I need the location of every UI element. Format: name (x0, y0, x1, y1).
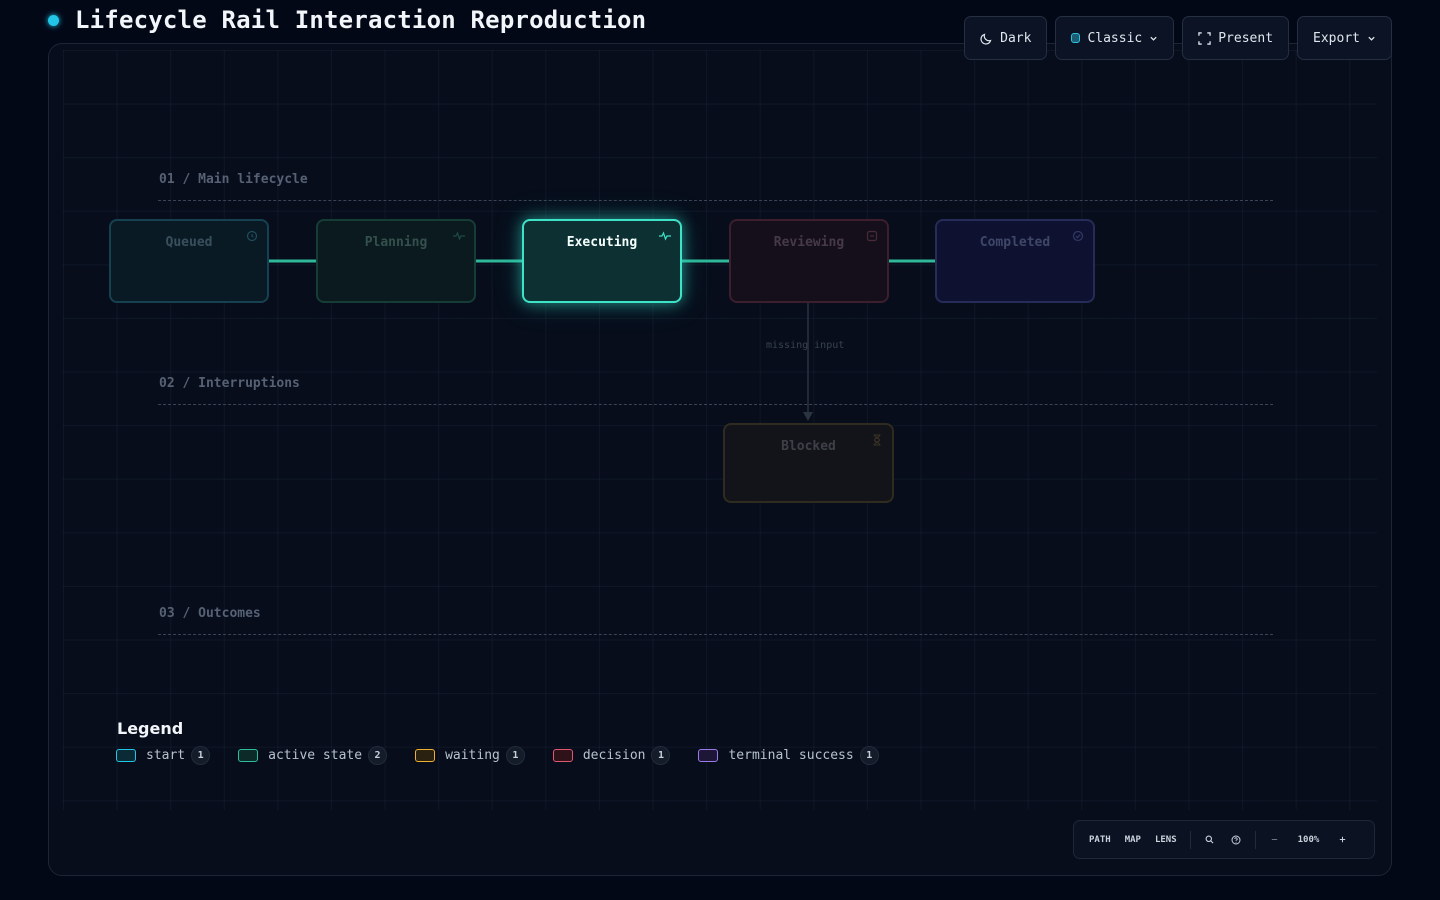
lane-divider-interruptions (158, 404, 1273, 405)
lane-divider-outcomes (158, 634, 1273, 635)
hourglass-icon (873, 434, 881, 446)
path-view-button[interactable]: PATH (1089, 834, 1111, 845)
state-node-blocked[interactable]: Blocked (723, 423, 894, 503)
divider (1189, 830, 1191, 849)
legend-swatch (116, 749, 136, 762)
state-label: Planning (364, 235, 428, 250)
map-view-button[interactable]: MAP (1124, 834, 1141, 845)
state-label: Executing (566, 235, 638, 250)
minus-icon (1271, 839, 1278, 840)
legend-label: start (146, 748, 186, 763)
divider (1254, 830, 1256, 849)
legend-item-start[interactable]: start 1 (116, 746, 211, 765)
theme-label: Dark (1000, 30, 1032, 46)
zoom-out-button[interactable] (1262, 835, 1288, 844)
legend-count: 1 (191, 746, 211, 765)
legend-label: waiting (445, 748, 500, 763)
chevron-down-icon (1150, 36, 1157, 41)
legend-title: Legend (117, 719, 184, 738)
legend-swatch (415, 749, 436, 762)
palette-label: Classic (1087, 30, 1143, 46)
legend-item-decision[interactable]: decision 1 (552, 746, 671, 765)
state-label: Queued (165, 235, 213, 250)
help-icon (1231, 835, 1241, 844)
palette-select[interactable]: Classic (1055, 16, 1175, 60)
export-menu-button[interactable]: Export (1297, 16, 1392, 60)
lane-label-main: 01 / Main lifecycle (159, 172, 308, 187)
present-label: Present (1218, 30, 1274, 46)
zoom-in-button[interactable] (1329, 835, 1355, 844)
legend-count: 1 (505, 746, 525, 765)
square-icon (866, 230, 878, 242)
status-dot (48, 14, 59, 26)
legend: start 1 active state 2 waiting 1 decisio… (116, 746, 879, 765)
state-node-planning[interactable]: Planning (316, 219, 476, 303)
legend-count: 1 (651, 746, 671, 765)
legend-swatch (238, 749, 259, 762)
search-button[interactable] (1197, 835, 1223, 844)
export-label: Export (1313, 30, 1360, 46)
pulse-icon (659, 231, 671, 241)
check-circle-icon (1072, 230, 1084, 242)
page-title: Lifecycle Rail Interaction Reproduction (75, 6, 647, 34)
fullscreen-icon (1198, 31, 1211, 45)
lens-view-button[interactable]: LENS (1154, 834, 1177, 845)
legend-item-waiting[interactable]: waiting 1 (415, 746, 525, 765)
plus-icon (1339, 836, 1346, 843)
canvas-controls: PATH MAP LENS 100% (1073, 820, 1375, 859)
chevron-down-icon (1368, 36, 1375, 41)
diagram-canvas[interactable] (48, 43, 1392, 876)
state-label: Blocked (781, 439, 836, 454)
palette-swatch (1071, 33, 1081, 43)
help-button[interactable] (1223, 835, 1249, 845)
legend-label: active state (268, 748, 363, 763)
legend-label: terminal success (728, 748, 854, 763)
lane-label-interruptions: 02 / Interruptions (159, 376, 300, 391)
present-button[interactable]: Present (1182, 16, 1290, 60)
legend-count: 2 (368, 746, 388, 765)
lane-label-outcomes: 03 / Outcomes (159, 606, 261, 621)
theme-toggle-button[interactable]: Dark (964, 16, 1048, 60)
state-node-queued[interactable]: Queued (109, 219, 269, 303)
legend-swatch (552, 749, 573, 762)
canvas-grid (63, 50, 1377, 810)
toolbar: Dark Classic Present Export (964, 16, 1392, 60)
zoom-level: 100% (1297, 834, 1320, 845)
legend-item-terminal-success[interactable]: terminal success 1 (698, 746, 879, 765)
state-label: Completed (979, 235, 1051, 250)
state-node-completed[interactable]: Completed (935, 219, 1095, 303)
moon-icon (980, 33, 992, 45)
lane-divider-main (158, 200, 1273, 201)
header: Lifecycle Rail Interaction Reproduction (48, 4, 646, 36)
legend-swatch (698, 749, 719, 762)
pulse-icon (453, 231, 465, 241)
legend-item-active-state[interactable]: active state 2 (238, 746, 388, 765)
clock-icon (246, 230, 258, 242)
legend-count: 1 (859, 746, 879, 765)
state-node-executing[interactable]: Executing (522, 219, 682, 303)
state-node-reviewing[interactable]: Reviewing (729, 219, 889, 303)
state-label: Reviewing (773, 235, 845, 250)
edge-label-missing-input: missing input (766, 340, 845, 351)
legend-label: decision (582, 748, 646, 763)
search-icon (1205, 835, 1214, 844)
